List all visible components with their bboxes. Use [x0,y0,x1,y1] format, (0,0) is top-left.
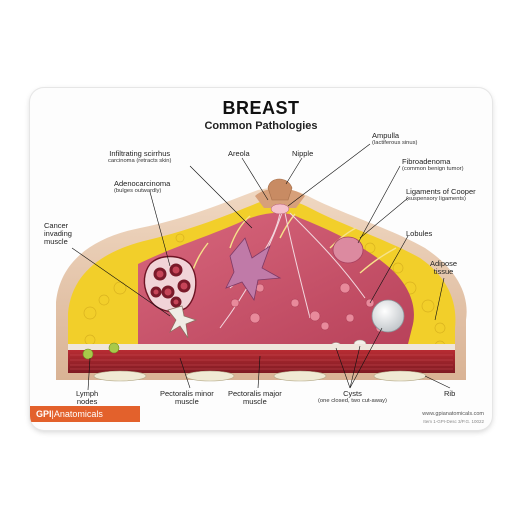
card-footer: GPI|Anatomicals www.gpianatomicals.com I… [30,404,492,430]
ribs [93,370,427,382]
label-infiltrating-carcinoma: Infiltrating scirrhus carcinoma (retract… [108,149,172,165]
label-cysts: Cysts (one closed, two cut-away) [318,389,387,405]
lymph-nodes [82,342,120,360]
label-adenocarcinoma: Adenocarcinoma (bulges outwardly) [114,179,171,195]
label-ampulla: Ampulla (lactiferous sinus) [372,131,418,147]
adenocarcinoma [143,255,197,313]
pectoralis-major-muscle [68,350,455,373]
brand-logo: GPI|Anatomicals [30,406,140,422]
breast-cross-section-illustration [56,143,467,391]
leader-lines [71,143,451,391]
label-rib: Rib [444,389,456,398]
label-lobules: Lobules [406,229,433,238]
infiltrating-carcinoma [225,237,282,302]
label-ligaments-of-cooper: Ligaments of Cooper (suspensory ligament… [406,187,476,203]
website-url: www.gpianatomicals.com [422,411,484,417]
fibroadenoma [332,236,364,264]
anatomy-card: BREAST Common Pathologies [30,88,492,430]
label-adipose-tissue: Adipose tissue [430,259,458,276]
label-cancer-invading-muscle: Cancer invading muscle [44,221,72,246]
ampulla [270,203,290,215]
page-title: BREAST [222,98,300,118]
label-areola: Areola [228,149,250,158]
label-lymph-nodes: Lymph nodes [76,389,99,406]
label-fibroadenoma: Fibroadenoma (common benign tumor) [402,157,464,173]
page-subtitle: Common Pathologies [204,120,318,132]
label-pectoralis-major: Pectoralis major muscle [228,389,282,406]
muscle-fibers [70,354,453,370]
fascia-layer [68,344,455,350]
nipple [267,178,293,201]
label-pectoralis-minor: Pectoralis minor muscle [160,389,214,406]
cancer-invading-muscle [167,305,198,339]
label-nipple: Nipple [292,149,314,158]
product-code: Item 1-GPI-Desc 3/P.G. 10022 [423,419,484,424]
